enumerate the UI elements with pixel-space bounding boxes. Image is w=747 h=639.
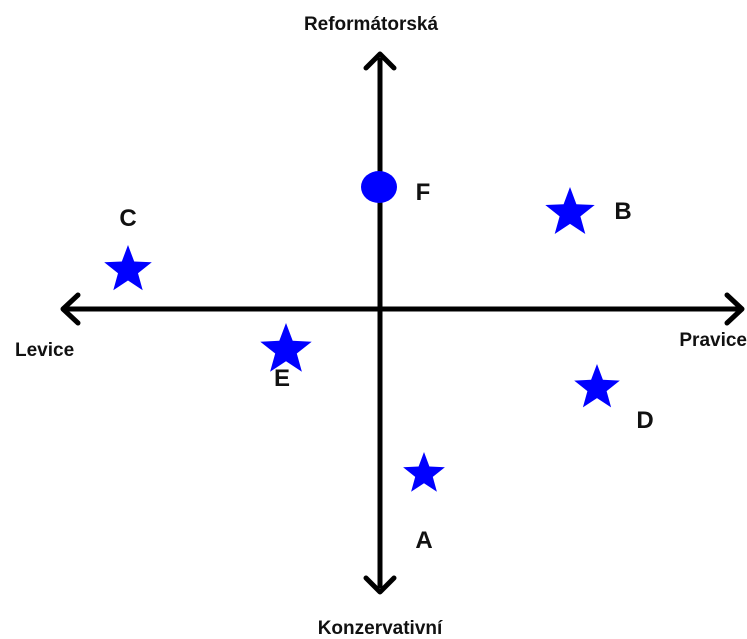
- arrow-up-icon: [363, 51, 397, 71]
- vertical-axis: [363, 51, 397, 595]
- point-label-d: D: [636, 407, 653, 434]
- point-label-e: E: [274, 365, 290, 392]
- star-icon: [403, 452, 445, 492]
- point-label-a: A: [415, 527, 432, 554]
- horizontal-axis: [60, 292, 745, 326]
- ellipse-marker-icon: [361, 171, 397, 203]
- arrow-right-icon: [724, 292, 745, 326]
- axis-label-right: Pravice: [679, 330, 747, 351]
- axis-label-top: Reformátorská: [304, 14, 439, 35]
- point-label-f: F: [416, 179, 431, 206]
- point-markers: [104, 171, 620, 492]
- star-icon: [574, 364, 620, 408]
- star-icon: [104, 245, 152, 291]
- star-icon: [545, 187, 595, 234]
- point-labels: A B C D E F: [119, 179, 653, 554]
- axis-label-left: Levice: [15, 340, 74, 361]
- arrow-left-icon: [60, 292, 81, 326]
- point-label-b: B: [614, 198, 631, 225]
- arrow-down-icon: [363, 575, 397, 595]
- axis-label-bottom: Konzervativní: [318, 618, 443, 639]
- point-label-c: C: [119, 205, 136, 232]
- star-icon: [260, 323, 312, 372]
